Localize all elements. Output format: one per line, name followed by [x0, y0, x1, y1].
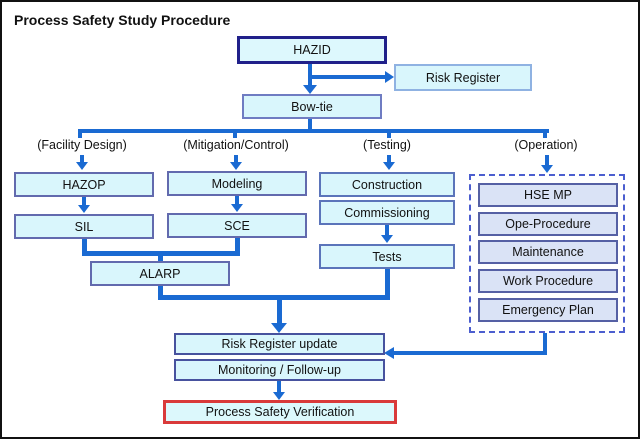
node-modeling: Modeling	[167, 171, 307, 196]
arrowhead-down-icon	[231, 204, 243, 212]
arrowhead-left-icon	[384, 347, 394, 359]
column-label-facility-design: (Facility Design)	[37, 138, 127, 152]
connector-operation-down	[543, 333, 547, 355]
column-label-mitigation-control: (Mitigation/Control)	[183, 138, 289, 152]
node-ope-procedure: Ope-Procedure	[478, 212, 618, 236]
connector-sce-merge	[235, 238, 240, 256]
connector-tests-merge	[385, 269, 390, 300]
node-risk-register-update: Risk Register update	[174, 333, 385, 355]
connector-bowtie-bus	[308, 119, 312, 130]
node-alarp: ALARP	[90, 261, 230, 286]
connector-facility	[80, 155, 84, 163]
connector-merge-alarp-v	[158, 251, 163, 261]
connector-bus	[78, 129, 549, 133]
connector-sil-merge	[82, 239, 87, 256]
column-label-testing: (Testing)	[363, 138, 411, 152]
node-sil: SIL	[14, 214, 154, 239]
connector-operation-left	[391, 351, 547, 355]
connector-alarp-merge	[158, 286, 163, 300]
bus-stub-mitigation	[233, 129, 237, 138]
node-commissioning: Commissioning	[319, 200, 455, 225]
node-maintenance: Maintenance	[478, 240, 618, 264]
connector-monitoring-psv	[277, 381, 281, 393]
node-tests: Tests	[319, 244, 455, 269]
arrowhead-down-icon	[541, 165, 553, 173]
node-sce: SCE	[167, 213, 307, 238]
node-emergency-plan: Emergency Plan	[478, 298, 618, 322]
node-monitoring-follow-up: Monitoring / Follow-up	[174, 359, 385, 381]
node-hazop: HAZOP	[14, 172, 154, 197]
node-hse-mp: HSE MP	[478, 183, 618, 207]
arrowhead-down-icon	[303, 85, 317, 94]
node-hazid: HAZID	[237, 36, 387, 64]
arrowhead-down-icon	[383, 162, 395, 170]
bus-stub-facility	[78, 129, 82, 138]
arrowhead-down-icon	[381, 235, 393, 243]
node-bowtie: Bow-tie	[242, 94, 382, 119]
arrowhead-down-icon	[271, 323, 287, 333]
arrowhead-down-icon	[78, 205, 90, 213]
bus-stub-testing	[387, 129, 391, 138]
connector-merge-bottom-h	[158, 295, 390, 300]
connector-merge-rru-v	[277, 295, 282, 323]
page-title: Process Safety Study Procedure	[14, 12, 231, 28]
operation-group: HSE MP Ope-Procedure Maintenance Work Pr…	[469, 174, 625, 333]
connector-mitigation	[234, 155, 238, 163]
arrowhead-down-icon	[76, 162, 88, 170]
bus-stub-operation	[543, 129, 547, 138]
connector-testing	[387, 155, 391, 163]
node-process-safety-verification: Process Safety Verification	[163, 400, 397, 424]
arrowhead-down-icon	[273, 392, 285, 400]
connector-commissioning-tests	[385, 225, 389, 236]
connector-hazop-sil	[82, 197, 86, 206]
connector-hazid-risk-register	[308, 75, 386, 79]
column-label-operation: (Operation)	[514, 138, 578, 152]
connector-operation	[545, 155, 549, 165]
node-risk-register: Risk Register	[394, 64, 532, 91]
node-work-procedure: Work Procedure	[478, 269, 618, 293]
arrowhead-right-icon	[385, 71, 394, 83]
node-construction: Construction	[319, 172, 455, 197]
connector-modeling-sce	[235, 196, 239, 205]
arrowhead-down-icon	[230, 162, 242, 170]
